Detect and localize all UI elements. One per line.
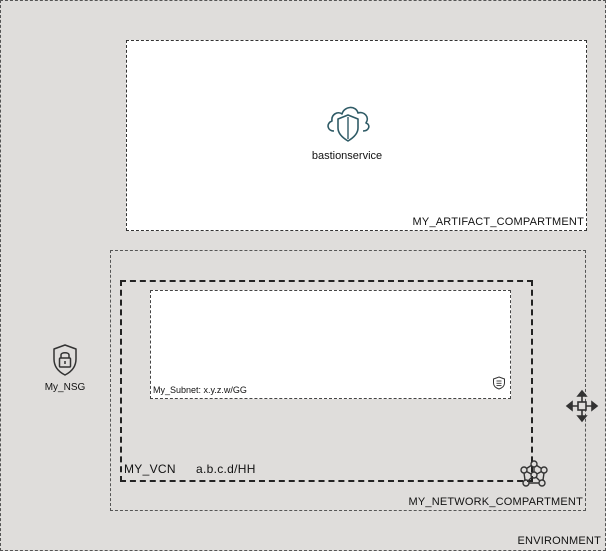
- subnet-label: My_Subnet: x.y.z.w/GG: [153, 385, 247, 395]
- subnet-box: My_Subnet: x.y.z.w/GG: [150, 290, 511, 399]
- security-list-icon: [492, 376, 506, 390]
- network-compartment: MY_NETWORK_COMPARTMENT: [110, 250, 586, 511]
- vcn-cidr: a.b.c.d/HH: [196, 462, 256, 476]
- environment-label: ENVIRONMENT: [517, 535, 601, 547]
- bastion-shield-cloud-icon: [323, 99, 373, 143]
- vcn-network-icon: [519, 460, 549, 490]
- vcn-label: MY_VCN: [124, 462, 176, 476]
- bastion-label: bastionservice: [311, 150, 383, 162]
- network-compartment-label: MY_NETWORK_COMPARTMENT: [408, 496, 583, 508]
- vcn-box: MY_VCN a.b.c.d/HH: [120, 280, 533, 482]
- artifact-compartment-label: MY_ARTIFACT_COMPARTMENT: [412, 216, 584, 228]
- gateway-router-icon: [565, 389, 599, 423]
- artifact-compartment: bastionservice MY_ARTIFACT_COMPARTMENT: [126, 40, 587, 231]
- nsg-label: My_NSG: [44, 382, 86, 393]
- padlock-shield-icon: [52, 344, 78, 376]
